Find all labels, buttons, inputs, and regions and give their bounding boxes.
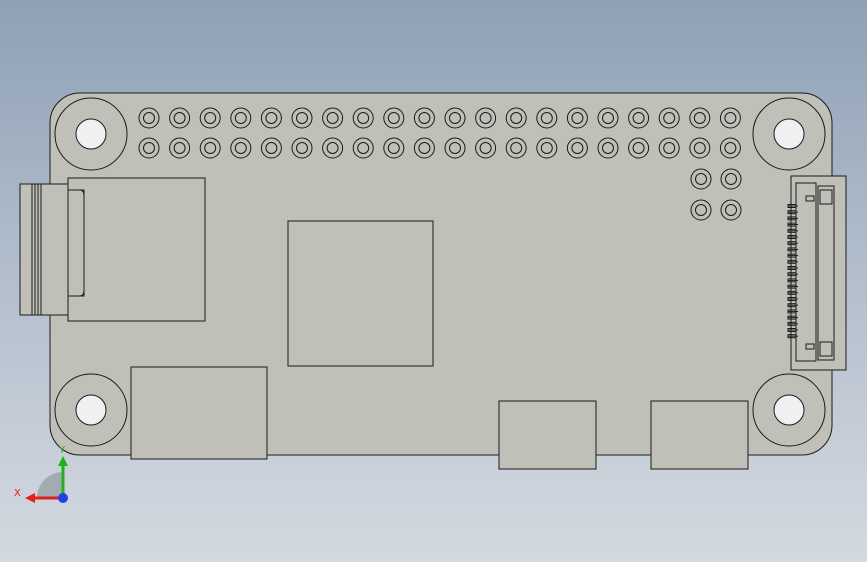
gpio-pin bbox=[230, 107, 252, 129]
camera-contact-pad bbox=[787, 272, 797, 277]
gpio-pin bbox=[413, 107, 435, 129]
camera-contact-pad bbox=[787, 216, 797, 221]
run-pin bbox=[720, 168, 742, 190]
gpio-pin bbox=[260, 107, 282, 129]
gpio-pin bbox=[322, 137, 344, 159]
gpio-pin bbox=[138, 107, 160, 129]
gpio-pin bbox=[597, 137, 619, 159]
camera-contact-pad bbox=[787, 321, 797, 326]
camera-contact-pad bbox=[787, 247, 797, 252]
micro-usb-power-connector bbox=[650, 400, 749, 470]
gpio-pin bbox=[566, 107, 588, 129]
gpio-pin bbox=[413, 137, 435, 159]
run-pin bbox=[690, 199, 712, 221]
gpio-pin bbox=[444, 137, 466, 159]
y-axis-label: Y bbox=[58, 445, 66, 456]
camera-contact-pad bbox=[787, 259, 797, 264]
gpio-pin bbox=[291, 137, 313, 159]
gpio-pin bbox=[505, 107, 527, 129]
camera-contact-pad bbox=[787, 204, 797, 208]
camera-contact-pad bbox=[787, 210, 797, 215]
gpio-pin bbox=[719, 137, 741, 159]
camera-connector bbox=[787, 175, 847, 371]
x-axis-label: X bbox=[14, 488, 21, 499]
gpio-pin bbox=[260, 137, 282, 159]
camera-contact-pad bbox=[787, 241, 797, 246]
gpio-pin bbox=[597, 107, 619, 129]
run-pin bbox=[690, 168, 712, 190]
gpio-pin bbox=[689, 107, 711, 129]
sd-card-slot bbox=[19, 177, 206, 322]
gpio-pin bbox=[566, 137, 588, 159]
gpio-pin bbox=[475, 137, 497, 159]
gpio-pin bbox=[658, 107, 680, 129]
gpio-pin bbox=[628, 107, 650, 129]
gpio-pin bbox=[475, 107, 497, 129]
gpio-pin bbox=[199, 137, 221, 159]
x-axis-arrowhead bbox=[25, 493, 35, 503]
gpio-pin bbox=[322, 107, 344, 129]
gpio-pin bbox=[169, 137, 191, 159]
mini-hdmi-connector bbox=[130, 366, 268, 460]
run-pin bbox=[720, 199, 742, 221]
gpio-pin bbox=[230, 137, 252, 159]
triad-plane-shading bbox=[37, 472, 63, 498]
gpio-pin bbox=[352, 107, 374, 129]
gpio-pin bbox=[628, 137, 650, 159]
mounting-hole-top-left bbox=[54, 97, 128, 171]
gpio-pin bbox=[444, 107, 466, 129]
gpio-pin bbox=[658, 137, 680, 159]
camera-contact-pad bbox=[787, 253, 797, 258]
camera-contact-pad bbox=[787, 309, 797, 314]
mounting-hole-top-right bbox=[752, 97, 826, 171]
camera-contact-pad bbox=[787, 334, 797, 339]
camera-contact-pad bbox=[787, 328, 797, 332]
gpio-header bbox=[138, 107, 741, 159]
gpio-pin bbox=[536, 137, 558, 159]
mounting-hole-bottom-left bbox=[54, 373, 128, 447]
gpio-pin bbox=[169, 107, 191, 129]
camera-contact-pad bbox=[787, 297, 797, 301]
gpio-pin bbox=[719, 107, 741, 129]
y-axis-arrowhead bbox=[58, 456, 68, 466]
camera-contact-pad bbox=[787, 222, 797, 227]
gpio-pin bbox=[383, 107, 405, 129]
gpio-pin bbox=[291, 107, 313, 129]
gpio-pin bbox=[199, 107, 221, 129]
micro-usb-data-connector bbox=[498, 400, 597, 470]
gpio-pin bbox=[536, 107, 558, 129]
camera-contact-pad bbox=[787, 228, 797, 233]
gpio-pin bbox=[138, 137, 160, 159]
gpio-pin bbox=[352, 137, 374, 159]
soc-chip bbox=[287, 220, 434, 367]
extra-pin-block bbox=[690, 168, 742, 221]
camera-contact-pad bbox=[787, 284, 797, 289]
gpio-pin bbox=[689, 137, 711, 159]
camera-contact-pad bbox=[787, 235, 797, 239]
camera-contact-pad bbox=[787, 278, 797, 283]
camera-contact-pad bbox=[787, 303, 797, 308]
camera-contact-pad bbox=[787, 266, 797, 270]
gpio-pin bbox=[383, 137, 405, 159]
camera-contact-pad bbox=[787, 290, 797, 295]
camera-contact-pad bbox=[787, 315, 797, 320]
z-axis-dot bbox=[58, 493, 68, 503]
mounting-hole-bottom-right bbox=[752, 373, 826, 447]
gpio-pin bbox=[505, 137, 527, 159]
